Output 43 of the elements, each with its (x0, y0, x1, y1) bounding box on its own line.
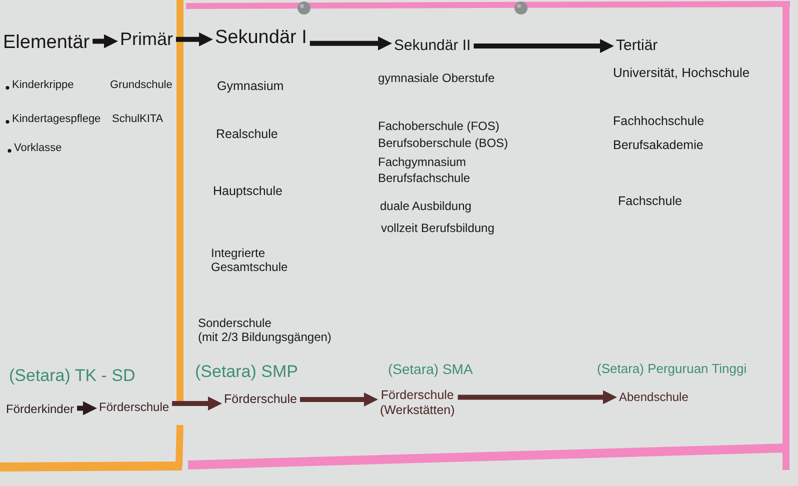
arrow (458, 390, 617, 404)
arrow (172, 396, 222, 410)
school-label: gymnasiale Oberstufe (378, 71, 495, 86)
school-label: Abendschule (619, 390, 688, 404)
school-label: Gymnasium (217, 79, 284, 94)
equivalent-label: (Setara) SMA (388, 361, 473, 378)
equivalent-label: (Setara) TK - SD (9, 366, 136, 386)
school-label: SchulKITA (112, 113, 164, 126)
stage-heading: Sekundär I (215, 27, 307, 50)
stage-heading: Sekundär II (394, 37, 471, 55)
school-label: Förderschule (99, 400, 170, 414)
school-label: vollzeit Berufsbildung (381, 221, 494, 236)
school-label: Berufsoberschule (BOS) (378, 136, 508, 150)
list-item: Kinderkrippe (12, 79, 74, 92)
school-label: Hauptschule (213, 184, 282, 199)
school-label: Fachgymnasium (378, 155, 466, 170)
school-label: Berufsfachschule (378, 171, 470, 186)
school-label: duale Ausbildung (380, 199, 472, 214)
stage-heading: Primär (120, 29, 173, 51)
equivalent-label: (Setara) SMP (195, 362, 298, 382)
list-item: Kindertagespflege (12, 113, 101, 126)
school-label: Fachhochschule (613, 114, 704, 129)
arrow (176, 32, 213, 46)
school-label: Universität, Hochschule (613, 65, 750, 81)
stage-heading: Tertiär (616, 37, 658, 55)
school-label: Sonderschule (mit 2/3 Bildungsgängen) (198, 316, 332, 345)
school-label: Integrierte Gesamtschule (211, 246, 288, 275)
school-label: Förderschule (Werkstätten) (380, 388, 455, 418)
list-item: Vorklasse (14, 142, 62, 156)
school-label: Grundschule (110, 79, 172, 92)
arrow (92, 34, 118, 48)
arrow (474, 39, 614, 53)
school-label: Realschule (216, 127, 278, 142)
school-label: Förderschule (224, 392, 297, 407)
school-label: Förderkinder (6, 402, 74, 416)
stage-heading: Elementär (3, 32, 90, 55)
equivalent-label: (Setara) Perguruan Tinggi (597, 361, 747, 377)
arrow (300, 392, 378, 406)
school-label: Berufsakademie (613, 138, 704, 153)
school-label: Fachschule (618, 194, 682, 209)
school-label: Fachoberschule (FOS) (378, 119, 500, 134)
arrow (77, 401, 97, 416)
arrow (310, 36, 392, 50)
